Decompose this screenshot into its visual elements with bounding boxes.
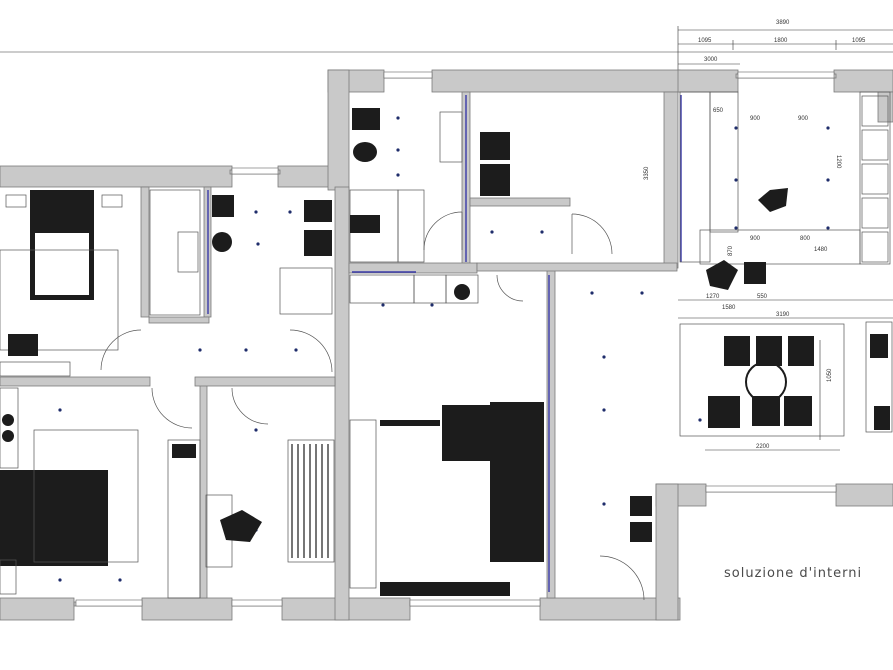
dimension-lines [0,26,893,451]
dim-bar-550: 550 [757,294,768,300]
dining-area [679,321,893,437]
dim-total-width: 3890 [776,20,790,26]
dim-sub-top: 3000 [704,57,718,63]
dim-kitchen-900b: 900 [798,116,809,122]
dim-mid: 1800 [774,38,788,44]
dim-left: 1095 [698,38,712,44]
door-swings [100,211,645,601]
glazing [207,95,682,592]
dim-dining-1050: 1050 [827,368,833,382]
entry-area [630,496,652,542]
dim-kitchen-1200: 1200 [835,155,841,169]
dim-kitchen-870: 870 [728,245,734,256]
dim-kitchen-1480: 1480 [814,247,828,253]
dim-kitchen-650: 650 [713,108,724,114]
dim-kitchen-800: 800 [800,236,811,242]
kitchen [679,91,891,290]
dim-dining-2200: 2200 [756,444,770,450]
utility-row [349,274,479,304]
bathroom-tower [349,108,510,263]
windows [75,71,837,607]
watermark-label: soluzione d'interni [724,566,863,581]
dim-bar-1270: 1270 [706,294,720,300]
bedroom-bottom-left [0,387,201,599]
ceiling-lights [58,116,830,582]
dim-kitchen-900c: 900 [750,236,761,242]
dim-kitchen-900a: 900 [750,116,761,122]
bathroom-left [212,195,333,315]
dim-dining-3190: 3190 [776,312,790,318]
dim-bar-1580: 1580 [722,305,736,311]
bedroom-top-left [0,189,201,377]
dim-right: 1095 [852,38,866,44]
dim-kitchen-3350: 3350 [644,166,650,180]
living-room [349,402,544,596]
study [205,439,335,568]
